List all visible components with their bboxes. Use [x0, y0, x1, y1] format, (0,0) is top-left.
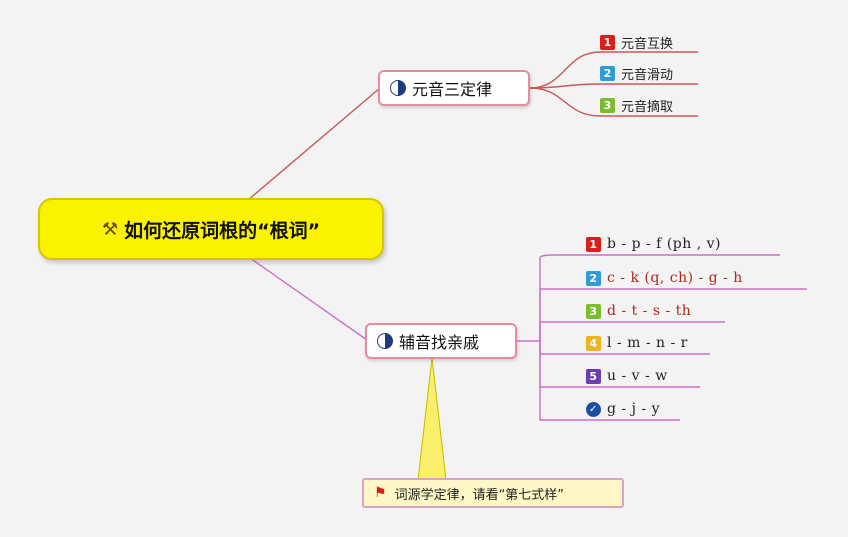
leaf-consonant-4[interactable]: 4 l - m - n - r [586, 333, 688, 353]
leaf-consonant-5[interactable]: 5 u - v - w [586, 366, 668, 386]
leaf-vowel-3[interactable]: 3 元音摘取 [600, 95, 673, 115]
leaf-consonant-1[interactable]: 1 b - p - f (ph , v) [586, 234, 721, 254]
number-3-icon: 3 [600, 97, 615, 113]
leaf-label: 元音互换 [621, 36, 674, 52]
connector-consonant-6 [539, 341, 680, 421]
half-circle-icon [377, 333, 393, 349]
half-circle-icon [390, 80, 406, 96]
leaf-consonant-3[interactable]: 3 d - t - s - th [586, 301, 691, 321]
leaf-label: g - j - y [607, 401, 660, 417]
branch-label: 辅音找亲戚 [399, 333, 480, 352]
leaf-consonant-6[interactable]: ✓ g - j - y [586, 399, 660, 419]
gavel-icon: ⚒ [101, 218, 119, 240]
connector-vowel-3 [529, 87, 698, 117]
number-5-icon: 5 [586, 368, 601, 384]
number-4-icon: 4 [586, 335, 601, 351]
connector-consonant-1 [517, 254, 780, 342]
note-callout-pointer [417, 357, 447, 481]
connector-vowel-2 [529, 83, 698, 89]
leaf-label: 元音摘取 [621, 99, 674, 115]
connector-root-vowel [247, 87, 381, 201]
leaf-label: d - t - s - th [607, 303, 692, 319]
connector-consonant-3 [539, 321, 725, 341]
connector-root-consonant [249, 257, 368, 341]
checkmark-icon: ✓ [586, 401, 601, 417]
note-label: 词源学定律，请看“第七式样” [394, 487, 565, 503]
leaf-label: l - m - n - r [607, 335, 688, 351]
branch-node-vowels[interactable]: 元音三定律 [378, 70, 530, 106]
root-node[interactable]: ⚒ 如何还原词根的“根词” [38, 198, 384, 260]
leaf-label: b - p - f (ph , v) [607, 236, 721, 252]
leaf-label: u - v - w [607, 368, 668, 384]
note-callout[interactable]: ⚑ 词源学定律，请看“第七式样” [362, 478, 624, 508]
leaf-consonant-2[interactable]: 2 c - k (q, ch) - g - h [586, 268, 743, 288]
number-1-icon: 1 [600, 34, 615, 50]
connector-vowel-1 [529, 51, 698, 89]
number-1-icon: 1 [586, 236, 601, 252]
leaf-label: 元音滑动 [621, 67, 674, 83]
root-label: 如何还原词根的“根词” [124, 219, 321, 242]
number-2-icon: 2 [600, 65, 615, 81]
leaf-vowel-2[interactable]: 2 元音滑动 [600, 63, 673, 83]
branch-label: 元音三定律 [412, 80, 493, 99]
number-2-icon: 2 [586, 270, 601, 286]
leaf-vowel-1[interactable]: 1 元音互换 [600, 32, 673, 52]
leaf-label: c - k (q, ch) - g - h [607, 270, 743, 286]
number-3-icon: 3 [586, 303, 601, 319]
flag-icon: ⚑ [374, 485, 387, 501]
branch-node-consonants[interactable]: 辅音找亲戚 [365, 323, 517, 359]
